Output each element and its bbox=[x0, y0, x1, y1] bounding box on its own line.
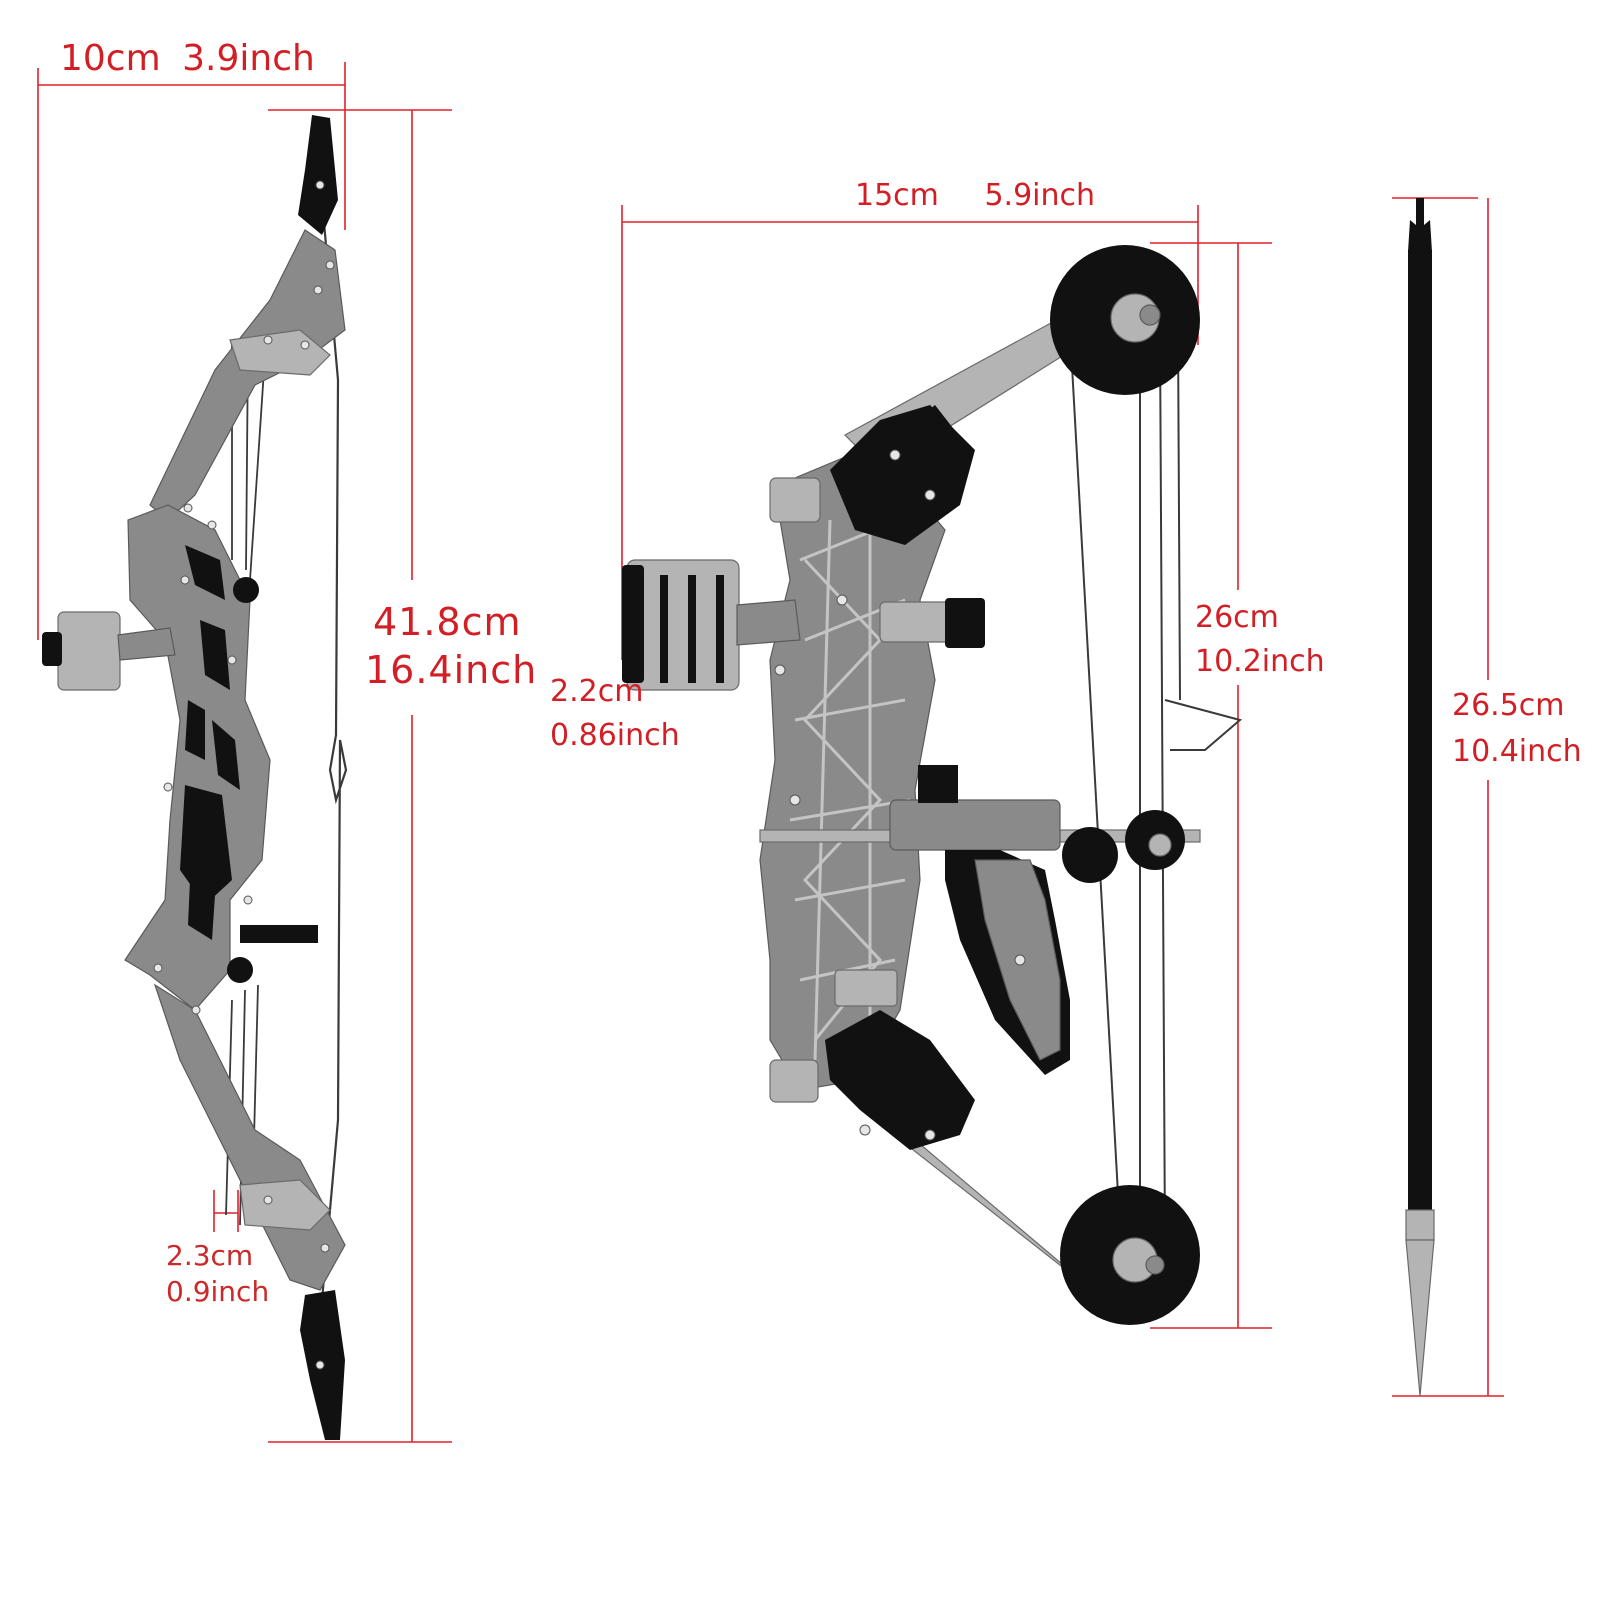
recurve-height-cm: 41.8cm bbox=[373, 600, 522, 644]
recurve-limb-label: 2.3cm 0.9inch bbox=[166, 1238, 269, 1310]
compound-height-cm: 26cm bbox=[1195, 600, 1279, 635]
compound-guard-bearing-a bbox=[1148, 833, 1172, 857]
dimension-lines bbox=[37, 62, 1504, 1443]
compound-thick-label: 2.2cm 0.86inch bbox=[550, 670, 680, 758]
recurve-sight-arm bbox=[117, 627, 176, 661]
recurve-width-inch: 3.9inch bbox=[182, 38, 315, 79]
recurve-arrow-rest bbox=[240, 925, 318, 943]
recurve-height-label: 41.8cm 16.4inch bbox=[365, 598, 537, 694]
recurve-height-inch: 16.4inch bbox=[365, 648, 538, 692]
recurve-limb-cm: 2.3cm bbox=[166, 1239, 254, 1272]
recurve-grip bbox=[180, 785, 232, 905]
arrow-tip-sleeve bbox=[1405, 1209, 1435, 1241]
recurve-string bbox=[320, 199, 348, 1301]
compound-upper-axle bbox=[1139, 304, 1161, 326]
compound-logo-plate bbox=[834, 969, 898, 1007]
recurve-limb-inch: 0.9inch bbox=[166, 1275, 270, 1308]
compound-width-cm: 15cm bbox=[855, 178, 939, 213]
recurve-lower-plate bbox=[239, 1179, 331, 1231]
recurve-bow bbox=[42, 115, 348, 1440]
compound-bow bbox=[622, 245, 1243, 1325]
arrow-shaft bbox=[1408, 250, 1432, 1210]
recurve-width-label: 10cm 3.9inch bbox=[60, 38, 315, 79]
compound-screws bbox=[774, 449, 1026, 1141]
compound-brush-rest bbox=[918, 765, 958, 803]
recurve-screws bbox=[153, 180, 335, 1370]
compound-upper-bolt bbox=[769, 477, 821, 523]
arrow-length-inch: 10.4inch bbox=[1452, 734, 1582, 769]
arrow-length-cm: 26.5cm bbox=[1452, 688, 1565, 723]
recurve-sight-mount bbox=[42, 632, 62, 666]
recurve-wheel-lower bbox=[227, 957, 253, 983]
recurve-upper-tip bbox=[298, 115, 338, 235]
compound-width-inch: 5.9inch bbox=[984, 178, 1096, 213]
compound-sight-pin bbox=[945, 598, 985, 648]
compound-sight-bar bbox=[879, 601, 951, 643]
compound-lower-bolt bbox=[769, 1059, 819, 1103]
compound-thick-inch: 0.86inch bbox=[550, 718, 680, 753]
compound-guard-wheel-b bbox=[1062, 827, 1118, 883]
compound-lower-axle bbox=[1145, 1255, 1165, 1275]
compound-trigger-housing bbox=[889, 799, 1061, 851]
compound-thick-cm: 2.2cm bbox=[550, 674, 644, 709]
recurve-sight-box bbox=[57, 611, 121, 691]
compound-upper-pocket-b bbox=[905, 405, 970, 480]
compound-quiver-face bbox=[622, 565, 644, 683]
compound-width-label: 15cm 5.9inch bbox=[855, 178, 1095, 213]
compound-cables bbox=[1069, 329, 1243, 1321]
compound-quiver-arm bbox=[736, 599, 801, 646]
compound-riser-lattice bbox=[789, 510, 911, 1061]
compound-height-inch: 10.2inch bbox=[1195, 644, 1325, 679]
arrow-length-label: 26.5cm 10.4inch bbox=[1452, 683, 1582, 775]
recurve-wheel-upper bbox=[233, 577, 259, 603]
arrow bbox=[1405, 198, 1435, 1397]
arrow-nock bbox=[1408, 198, 1432, 252]
recurve-width-cm: 10cm bbox=[60, 38, 161, 79]
compound-quiver-ribs bbox=[660, 575, 724, 683]
compound-height-label: 26cm 10.2inch bbox=[1195, 596, 1325, 684]
arrow-tip bbox=[1405, 1239, 1435, 1397]
compound-lower-pocket-a bbox=[825, 1010, 975, 1150]
